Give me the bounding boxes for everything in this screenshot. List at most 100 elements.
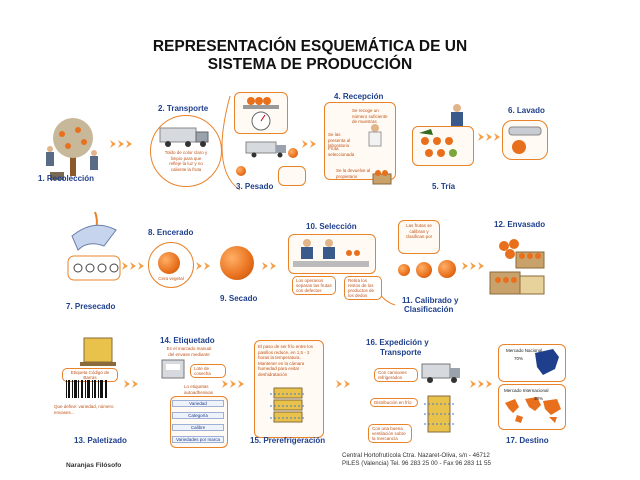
orange-tree-icon: [46, 118, 98, 180]
truck-icon: [159, 127, 209, 147]
diagram-title: REPRESENTACIÓN ESQUEMÁTICA DE UN SISTEMA…: [120, 38, 500, 74]
expedicion-note-3: Con una buena ventilación sobre la merca…: [368, 424, 412, 443]
step-label-13: 13. Paletizado: [74, 436, 127, 445]
step-label-12: 12. Envasado: [494, 220, 546, 229]
orange-fruit-icon: [236, 166, 246, 176]
etiquetado-note-3: Lote de cosecha: [190, 364, 226, 378]
mercado-internacional-box: [498, 384, 566, 430]
world-map-icon: [505, 397, 561, 423]
step-label-9: 9. Secado: [220, 294, 258, 303]
step-label-15: 15. Prerefrigeración: [250, 436, 326, 445]
arrow-7-8: [122, 262, 144, 270]
national-pct: 70%: [514, 356, 524, 361]
arrow-3-4: [302, 140, 316, 148]
step-label-17: 17. Destino: [506, 436, 549, 445]
seleccion-note-2: Retira los restos de los productos de lo…: [344, 276, 382, 300]
address-line-2: PILES (Valencia) Tel. 96 283 25 00 - Fax…: [342, 460, 491, 467]
international-label: Mercado Internacional: [504, 388, 549, 393]
national-label: Mercado Nacional: [506, 348, 543, 353]
orange-fruit-icon: [416, 262, 432, 278]
packed-boxes-icon: [489, 239, 545, 295]
pesado-scale-box: [234, 92, 288, 134]
spain-map-icon: [535, 349, 559, 375]
arrow-11-12: [462, 262, 484, 270]
step-label-10: 10. Selección: [306, 222, 357, 231]
international-pct: 30%: [534, 396, 544, 401]
title-line-1: REPRESENTACIÓN ESQUEMÁTICA DE UN: [152, 38, 468, 55]
step-label-16b: Transporte: [380, 348, 422, 357]
arrow-1-2: [110, 140, 132, 148]
orange-fruit-icon: [398, 264, 410, 276]
etiqueta-item-2: Categoría: [172, 412, 224, 419]
arrow-8-9: [196, 262, 210, 270]
sorting-table-icon: [419, 129, 457, 157]
etiqueta-item-4: Variedades por marca: [172, 436, 224, 443]
tria-box: [412, 126, 474, 166]
worker-icon: [451, 104, 463, 126]
truck-weigh-icon: [245, 141, 286, 158]
step-label-14: 14. Etiquetado: [160, 336, 215, 345]
dryer-icon: [67, 224, 121, 281]
etiquetado-note-1: Es el marcado manual del envase mediante: [166, 346, 212, 357]
barcode-icon: [66, 380, 107, 398]
lab-worker-icon: [368, 124, 382, 147]
crate-icon: [372, 170, 392, 185]
cooling-pallet-icon: [424, 395, 454, 433]
step-label-16a: 16. Expedición y: [366, 338, 429, 347]
title-line-2: SISTEMA DE PRODUCCIÓN: [207, 56, 413, 73]
arrow-16-17: [470, 380, 492, 388]
encerado-note: Cera vegetal: [158, 276, 184, 281]
etiqueta-item-1: Variedad: [172, 400, 224, 407]
arrow-15-16: [336, 380, 350, 388]
reefer-truck-icon: [421, 363, 460, 383]
lavado-box: [502, 120, 548, 160]
address-line-1: Central Hortofrutícola Ctra. Nazaret-Oli…: [342, 452, 490, 459]
step-label-1: 1. Recolección: [38, 174, 95, 183]
orange-fruit-icon: [288, 148, 298, 158]
expedicion-note-1: Con camiones refrigerados: [374, 368, 418, 382]
seleccion-box: [288, 234, 376, 274]
etiqueta-item-3: Calibre: [172, 424, 224, 431]
expedicion-note-2: Distribución en frío: [370, 398, 418, 407]
washer-icon: [508, 126, 542, 154]
transporte-note: Toldo de color claro y limpio para que r…: [164, 150, 208, 172]
calibrado-note: Las frutas se calibran y clasifican por: [405, 223, 433, 239]
pallet-stack-icon: [270, 387, 306, 423]
pallet-icon: [80, 337, 116, 366]
step-label-3: 3. Pesado: [236, 182, 274, 191]
recepcion-box: [324, 102, 396, 180]
orange-fruit-icon: [220, 246, 254, 280]
step-label-11b: Clasificación: [404, 305, 454, 314]
encerado-circle: [148, 242, 194, 288]
step-label-4: 4. Recepción: [334, 92, 384, 101]
paletizado-note-2: Que define: variedad, número envases...: [54, 404, 114, 415]
calibrado-note-box: Las frutas se calibran y clasifican por: [398, 220, 440, 254]
step-label-11a: 11. Calibrado y: [402, 296, 459, 305]
step-label-7: 7. Presecado: [66, 302, 116, 311]
step-label-5: 5. Tría: [432, 182, 456, 191]
recepcion-note-3: Fruta seleccionada: [328, 146, 355, 157]
company-address: Central Hortofrutícola Ctra. Nazaret-Oli…: [342, 452, 491, 468]
arrow-5-6: [478, 133, 500, 141]
transporte-circle: [150, 115, 222, 187]
arrow-14-15: [222, 380, 244, 388]
step-label-8: 8. Encerado: [148, 228, 194, 237]
arrow-13-14: [124, 380, 138, 388]
crate-box: [278, 166, 306, 186]
seleccion-note-1: Los operarios separan las frutas con def…: [292, 276, 336, 295]
recepcion-note-2: Se las presenta al laboratorio: [328, 132, 351, 148]
mercado-nacional-box: [498, 344, 566, 382]
scale-icon: [243, 97, 279, 131]
label-machine-icon: [161, 359, 185, 379]
step-label-2: 2. Transporte: [158, 104, 209, 113]
recepcion-note-4: Se la devuelve al propietario: [336, 168, 371, 179]
recepcion-note-1: Se recoge un número suficiente de muestr…: [352, 108, 388, 124]
etiquetado-note-2: Lo etiquetas autoadhesivas: [184, 384, 214, 395]
orange-fruit-icon: [158, 252, 180, 274]
prerefrigeracion-note: El paso de ser frío entre los pasillos r…: [258, 344, 314, 377]
step-label-6: 6. Lavado: [508, 106, 545, 115]
workers-sorting-icon: [293, 239, 369, 267]
arrow-9-10: [262, 262, 276, 270]
orange-fruit-icon: [438, 260, 456, 278]
company-name: Naranjas Filósofo: [66, 462, 122, 469]
